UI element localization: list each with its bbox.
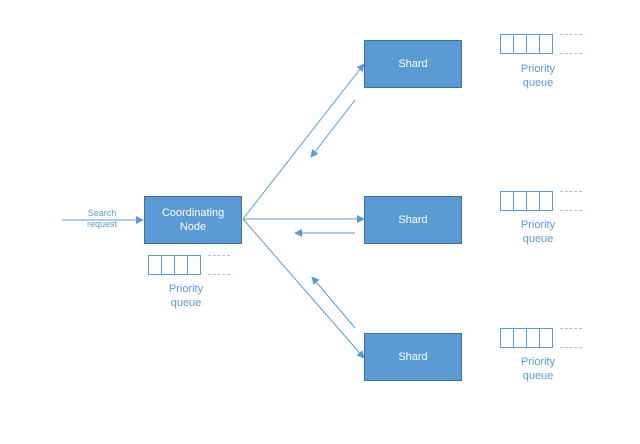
shard-2-queue-label: Priority queue (500, 218, 576, 246)
shard-2-priority-queue (500, 191, 553, 211)
queue-cell (500, 191, 514, 211)
queue-cell (539, 191, 553, 211)
coordinating-queue-label-line1: Priority (168, 283, 204, 295)
shard-3-label: Shard (398, 351, 428, 363)
shard-2-label: Shard (398, 214, 428, 226)
coordinating-priority-queue (148, 255, 201, 275)
queue-dash-bottom (560, 53, 582, 54)
search-request-label-line2: request (86, 219, 118, 229)
shard-2-queue-label-line1: Priority (520, 219, 556, 231)
shard-2: Shard (364, 196, 462, 244)
queue-cell (187, 255, 201, 275)
queue-cell (513, 34, 527, 54)
queue-cell (526, 34, 540, 54)
queue-cell (148, 255, 162, 275)
queue-dash-top (208, 255, 230, 256)
queue-cell (161, 255, 175, 275)
queue-cell (513, 191, 527, 211)
coordinating-queue-label: Priority queue (148, 282, 224, 310)
queue-dash-bottom (560, 347, 582, 348)
queue-dash-top (560, 328, 582, 329)
shard-1-queue-label: Priority queue (500, 62, 576, 90)
queue-cell (526, 191, 540, 211)
shard-2-queue-label-line2: queue (522, 233, 554, 245)
queue-cell (513, 328, 527, 348)
shard-1: Shard (364, 40, 462, 88)
coordinating-queue-label-line2: queue (170, 297, 202, 309)
queue-cell (526, 328, 540, 348)
response-arrow-shard-1 (310, 99, 356, 158)
request-arrow-shard-1 (242, 63, 365, 220)
shard-3-queue-label: Priority queue (500, 355, 576, 383)
shard-1-queue-label-line1: Priority (520, 63, 556, 75)
queue-dash-bottom (208, 274, 230, 275)
search-request-label-line1: Search (87, 208, 117, 218)
queue-dash-top (560, 191, 582, 192)
search-request-label: Search request (78, 208, 126, 230)
shard-3: Shard (364, 333, 462, 381)
queue-cell (539, 34, 553, 54)
queue-cell (539, 328, 553, 348)
queue-cell (174, 255, 188, 275)
request-arrow-shard-3 (242, 218, 365, 359)
response-arrow-shard-3 (311, 276, 356, 329)
shard-3-queue-label-line1: Priority (520, 356, 556, 368)
queue-dash-top (560, 34, 582, 35)
coordinating-node: Coordinating Node (144, 196, 242, 244)
shard-3-priority-queue (500, 328, 553, 348)
coordinating-node-label-line1: Coordinating (161, 207, 225, 219)
queue-cell (500, 328, 514, 348)
shard-1-queue-label-line2: queue (522, 77, 554, 89)
queue-dash-bottom (560, 210, 582, 211)
coordinating-node-label-line2: Node (179, 221, 207, 233)
shard-1-priority-queue (500, 34, 553, 54)
queue-cell (500, 34, 514, 54)
shard-1-label: Shard (398, 58, 428, 70)
shard-3-queue-label-line2: queue (522, 370, 554, 382)
